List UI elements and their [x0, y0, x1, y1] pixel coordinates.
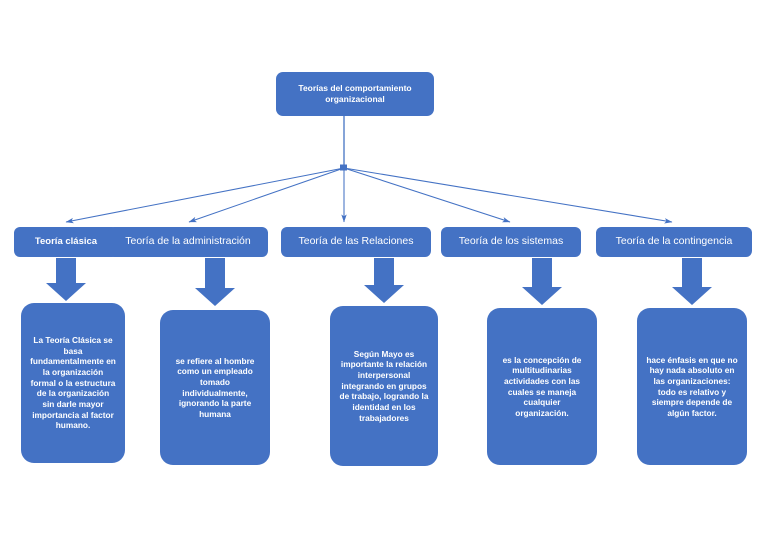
category-label: Teoría de los sistemas — [458, 235, 564, 248]
root-node-label: Teorías del comportamiento organizaciona… — [298, 83, 412, 104]
block-arrow-1 — [195, 258, 235, 306]
category-label: Teoría de la contingencia — [615, 235, 733, 248]
description-node-teoria-de-los-sistemas[interactable]: es la concepción de multitudinarias acti… — [487, 308, 597, 465]
connector-to-category-4 — [343, 167, 673, 224]
category-node-teoria-clasica[interactable]: Teoría clásica — [14, 227, 118, 257]
root-node[interactable]: Teorías del comportamiento organizaciona… — [276, 72, 434, 116]
category-node-teoria-de-los-sistemas[interactable]: Teoría de los sistemas — [441, 227, 581, 257]
description-node-teoria-de-la-contingencia[interactable]: hace énfasis en que no hay nada absoluto… — [637, 308, 747, 465]
connector-to-category-3 — [343, 167, 511, 223]
description-node-teoria-de-las-relaciones[interactable]: Según Mayo es importante la relación int… — [330, 306, 438, 466]
block-arrow-0 — [46, 258, 86, 301]
description-text: hace énfasis en que no hay nada absoluto… — [646, 354, 738, 418]
category-node-teoria-de-la-contingencia[interactable]: Teoría de la contingencia — [596, 227, 752, 257]
description-text: La Teoría Clásica se basa fundamentalmen… — [30, 335, 116, 431]
category-label: Teoría de las Relaciones — [298, 235, 414, 248]
category-node-teoria-de-las-relaciones[interactable]: Teoría de las Relaciones — [281, 227, 431, 257]
block-arrow-2 — [364, 258, 404, 303]
description-node-teoria-clasica[interactable]: La Teoría Clásica se basa fundamentalmen… — [21, 303, 125, 463]
connector-to-category-1 — [188, 167, 345, 223]
description-text: se refiere al hombre como un empleado to… — [175, 355, 255, 419]
category-label: Teoría de la administración — [125, 235, 251, 248]
description-text: es la concepción de multitudinarias acti… — [502, 354, 582, 418]
block-arrow-4 — [672, 258, 712, 305]
description-text: Según Mayo es importante la relación int… — [339, 348, 429, 423]
block-arrow-3 — [522, 258, 562, 305]
connector-to-category-0 — [65, 167, 345, 224]
category-label: Teoría clásica — [34, 235, 98, 247]
description-node-teoria-de-la-administracion[interactable]: se refiere al hombre como un empleado to… — [160, 310, 270, 465]
hub-node — [340, 164, 347, 171]
category-node-teoria-de-la-administracion[interactable]: Teoría de la administración — [108, 227, 268, 257]
